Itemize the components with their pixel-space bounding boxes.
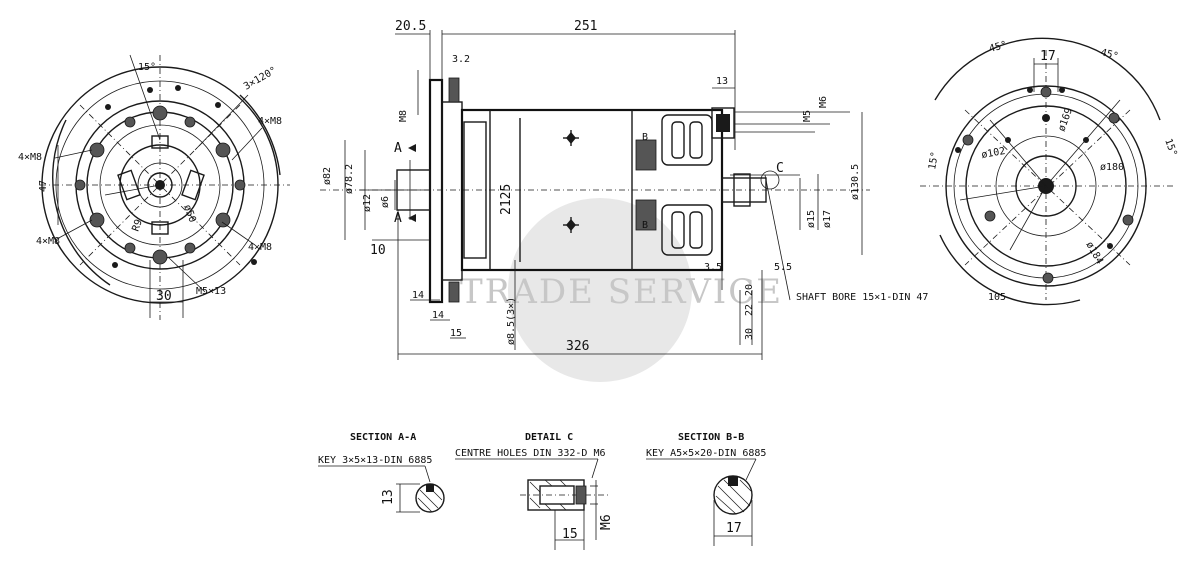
label-m5: M5	[802, 110, 813, 122]
label-m8-bottom-left: 4×M8	[36, 236, 60, 247]
dim-14a: 14	[412, 290, 424, 301]
label-r: R9	[130, 218, 144, 233]
detail-c-dim-w: 15	[562, 527, 578, 542]
watermark-disc	[508, 198, 692, 382]
dim-5-5: 5.5	[774, 262, 792, 273]
label-45-left: 45°	[988, 40, 1008, 55]
section-a-note: KEY 3×5×13-DIN 6885	[318, 455, 432, 466]
section-b-dim: 17	[726, 521, 742, 536]
label-dia130-5: ø130.5	[850, 164, 861, 200]
label-dia15: ø15	[806, 210, 817, 228]
label-m8: M8	[398, 110, 409, 122]
dim-20-5: 20.5	[395, 19, 426, 34]
dim-15: 15	[450, 328, 462, 339]
section-a-a: SECTION A-A KEY 3×5×13-DIN 6885 13	[318, 432, 445, 513]
label-m5: M5×13	[196, 286, 226, 297]
dim-326: 326	[566, 339, 589, 354]
section-b-top: B	[642, 132, 648, 143]
left-end-view: 15° 3×120° 4×M8 4×M8 47 4×M8 4×M8 R9 ø50…	[18, 54, 290, 320]
label-m8-bottom-right: 4×M8	[248, 242, 272, 253]
dim-14b: 14	[432, 310, 444, 321]
section-a-arrow-bottom: A	[394, 211, 402, 226]
watermark-text: TRADE SERVICE	[460, 272, 783, 312]
detail-c-dim-m: M6	[599, 514, 614, 530]
label-dia-left: 47	[38, 180, 49, 192]
label-width30: 30	[156, 289, 172, 304]
detail-c-marker: C	[776, 161, 784, 176]
label-45-right: 45°	[1099, 47, 1119, 62]
dim-22: 22	[744, 304, 755, 316]
label-15-left: 15°	[927, 151, 941, 171]
section-a-title: SECTION A-A	[350, 432, 416, 443]
section-b-title: SECTION B-B	[678, 432, 744, 443]
side-view: 20.5 251 3.2 13 M8 M5 M6 ø82 ø78.2 ø12 ø…	[320, 19, 928, 360]
terminal-marks	[563, 130, 579, 233]
shaft-note: SHAFT BORE 15×1-DIN 47	[796, 292, 928, 303]
label-dia12: ø12	[362, 194, 373, 212]
dim-3-2: 3.2	[452, 54, 470, 65]
label-dia180: ø180	[1100, 162, 1124, 173]
detail-c-title: DETAIL C	[525, 432, 573, 443]
watermark: TRADE SERVICE	[460, 198, 783, 382]
dim-8-5: ø8.5(3×)	[506, 297, 517, 345]
label-17: 17	[1040, 49, 1056, 64]
label-dia82: ø82	[322, 167, 333, 185]
label-dia78-2: ø78.2	[344, 164, 355, 194]
dim-10: 10	[370, 243, 386, 258]
label-m8-left: 4×M8	[18, 152, 42, 163]
mounting-holes	[955, 86, 1134, 284]
label-angle-top: 15°	[138, 62, 156, 73]
label-dia169: ø169	[1056, 107, 1075, 133]
label-slots: 3×120°	[242, 65, 279, 93]
label-m6: M6	[818, 96, 829, 108]
section-b-note: KEY A5×5×20-DIN 6885	[646, 448, 766, 459]
label-dia102: ø102	[981, 146, 1007, 161]
detail-c: DETAIL C CENTRE HOLES DIN 332-D M6 15 M6	[455, 432, 614, 550]
label-dia50: ø50	[181, 203, 198, 224]
section-b-bottom: B	[642, 220, 648, 231]
label-dia6: ø6	[380, 196, 391, 208]
dim-30: 30	[744, 328, 755, 340]
label-15-right: 15°	[1162, 137, 1179, 158]
bolt-heads	[74, 85, 257, 268]
label-m8-right: 4×M8	[258, 116, 282, 127]
dim-13: 13	[716, 76, 728, 87]
dim-3-5: 3.5	[704, 262, 722, 273]
section-a-dim: 13	[381, 489, 396, 505]
label-105: 105	[988, 292, 1006, 303]
dim-251: 251	[574, 19, 597, 34]
section-a-arrow-top: A	[394, 141, 402, 156]
dim-2125: 2125	[499, 184, 514, 215]
right-end-view: 45° 17 45° 15° 15° ø102 ø169 ø180 ø184 1…	[920, 37, 1179, 306]
section-b-b: SECTION B-B KEY A5×5×20-DIN 6885 17	[646, 432, 766, 546]
label-dia17: ø17	[822, 210, 833, 228]
detail-c-note: CENTRE HOLES DIN 332-D M6	[455, 448, 606, 459]
dim-20: 20	[744, 284, 755, 296]
